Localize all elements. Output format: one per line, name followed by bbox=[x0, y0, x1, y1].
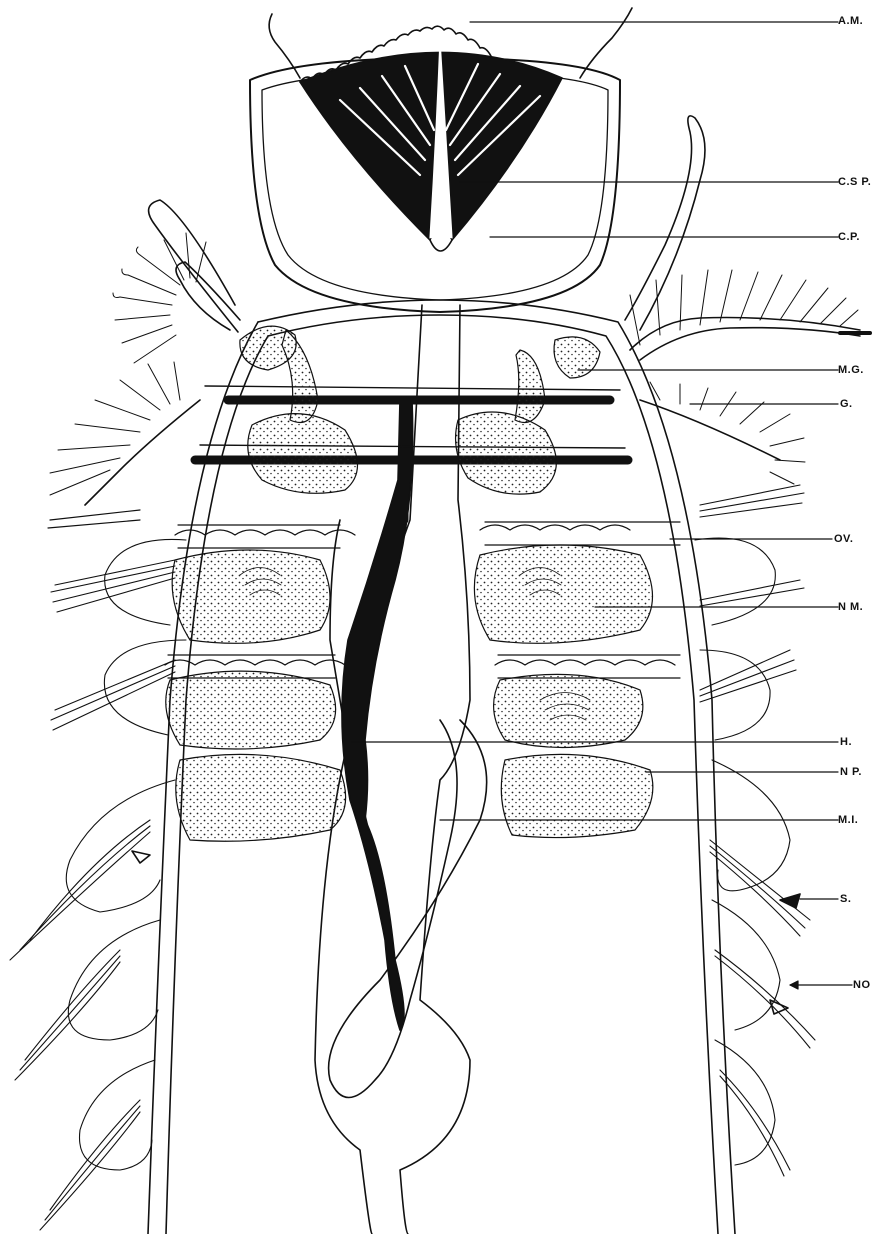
label-no: NO bbox=[853, 979, 871, 991]
gill-left-lower bbox=[48, 362, 200, 528]
label-mg: M.G. bbox=[838, 364, 864, 376]
gill-right-upper bbox=[630, 270, 870, 360]
chaetae-left bbox=[10, 539, 186, 1230]
chaetae-right bbox=[695, 485, 815, 1176]
label-csp: C.S P. bbox=[838, 176, 871, 188]
label-am: A.M. bbox=[838, 15, 863, 27]
gill-left-upper bbox=[113, 233, 240, 363]
label-mi: M.I. bbox=[838, 814, 858, 826]
label-s: S. bbox=[840, 893, 851, 905]
gill-right-lower bbox=[640, 382, 805, 484]
label-cp: C.P. bbox=[838, 231, 860, 243]
label-ov: OV. bbox=[834, 533, 853, 545]
label-g: G. bbox=[840, 398, 853, 410]
label-h: H. bbox=[840, 736, 852, 748]
label-np: N P. bbox=[840, 766, 862, 778]
label-nm: N M. bbox=[838, 601, 863, 613]
